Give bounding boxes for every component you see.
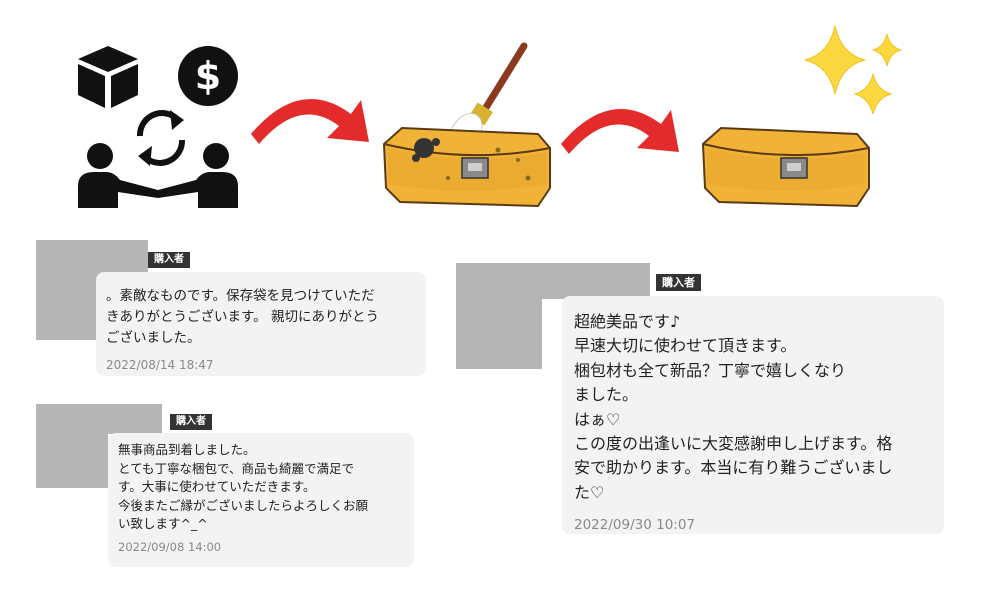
handshake-icon [78, 143, 238, 208]
illustration-banner: $ [0, 0, 1000, 230]
buyer-badge: 購入者 [656, 274, 701, 291]
review-text: 超絶美品です♪ 早速大切に使わせて頂きます。 梱包材も全て新品？丁寧で嬉しくなり… [574, 312, 893, 502]
review-timestamp: 2022/09/08 14:00 [118, 539, 222, 554]
review-timestamp: 2022/08/14 18:47 [106, 358, 214, 372]
trade-illustration: $ [78, 46, 238, 208]
red-curved-arrow-icon [561, 108, 679, 154]
svg-text:$: $ [195, 54, 221, 98]
review-timestamp: 2022/09/30 10:07 [574, 517, 696, 534]
review-text: 無事商品到着しました。 とても丁寧な梱包で、商品も綺麗で満足で す。大事に使わせ… [118, 442, 369, 531]
review-bubble: 。素敵なものです。保存袋を見つけていただ きありがとうございます。 親切にありが… [96, 272, 426, 376]
avatar-placeholder [456, 263, 542, 369]
red-curved-arrow-icon [251, 98, 369, 144]
sparkle-icon [804, 25, 903, 115]
review-bubble: 超絶美品です♪ 早速大切に使わせて頂きます。 梱包材も全て新品？丁寧で嬉しくなり… [562, 296, 944, 534]
review-text: 。素敵なものです。保存袋を見つけていただ きありがとうございます。 親切にありが… [106, 288, 379, 346]
avatar-placeholder [36, 404, 108, 488]
clean-wallet-illustration [701, 25, 903, 208]
dollar-icon: $ [178, 46, 238, 106]
avatar-placeholder [36, 240, 96, 340]
wallet-icon [701, 126, 870, 208]
buyer-badge: 購入者 [170, 414, 212, 430]
dirty-wallet-illustration [382, 42, 551, 208]
box-icon [78, 46, 138, 108]
review-bubble: 無事商品到着しました。 とても丁寧な梱包で、商品も綺麗で満足で す。大事に使わせ… [108, 433, 414, 567]
wallet-icon [382, 126, 551, 208]
buyer-badge: 購入者 [148, 252, 190, 268]
